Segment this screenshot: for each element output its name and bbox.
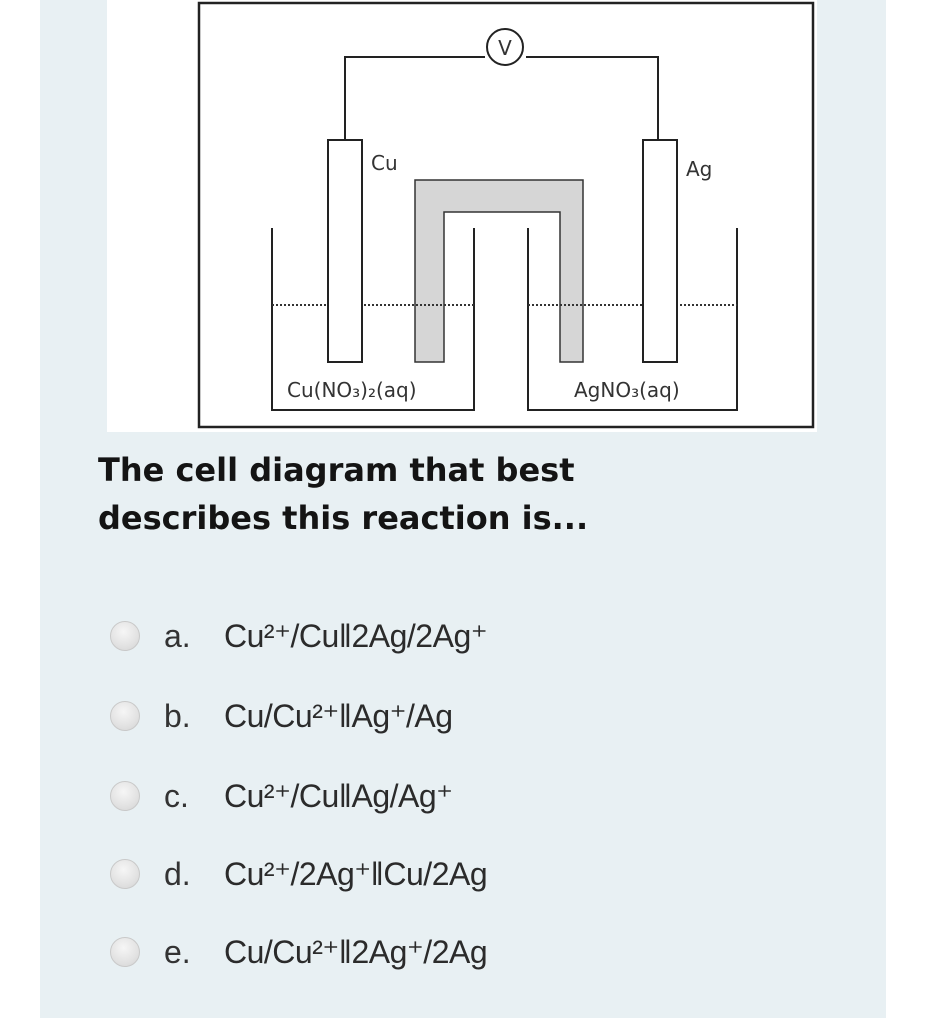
option-a[interactable]: a. Cu²⁺/Cuǁ2Ag/2Ag⁺: [110, 606, 670, 666]
radio-button-icon[interactable]: [110, 859, 140, 889]
option-text: Cu²⁺/Cuǁ2Ag/2Ag⁺: [224, 618, 488, 654]
option-c[interactable]: c. Cu²⁺/CuǁAg/Ag⁺: [110, 766, 670, 826]
diagram-frame: [197, 1, 815, 429]
galvanic-cell-diagram: V Cu Ag Cu(NO₃)₂(aq) AgNO₃(aq): [107, 0, 817, 432]
option-text: Cu²⁺/2Ag⁺ǁCu/2Ag: [224, 856, 488, 892]
option-letter: b.: [164, 697, 191, 734]
right-beaker: [527, 228, 738, 411]
wire-right: [526, 56, 659, 140]
left-solution-label: Cu(NO₃)₂(aq): [287, 378, 417, 402]
option-letter: e.: [164, 933, 191, 970]
radio-button-icon[interactable]: [110, 937, 140, 967]
left-beaker: [271, 228, 475, 411]
voltmeter-icon: [486, 28, 524, 66]
voltmeter-label: V: [498, 36, 512, 60]
silver-electrode-label: Ag: [686, 157, 712, 181]
salt-bridge: [414, 179, 584, 363]
option-text: Cu²⁺/CuǁAg/Ag⁺: [224, 778, 453, 814]
option-b[interactable]: b. Cu/Cu²⁺ǁAg⁺/Ag: [110, 686, 670, 746]
option-letter: c.: [164, 777, 189, 814]
option-e[interactable]: e. Cu/Cu²⁺ǁ2Ag⁺/2Ag: [110, 922, 670, 982]
copper-electrode-label: Cu: [371, 151, 398, 175]
right-solution-label: AgNO₃(aq): [574, 378, 680, 402]
radio-button-icon[interactable]: [110, 701, 140, 731]
silver-electrode: [642, 139, 678, 363]
option-d[interactable]: d. Cu²⁺/2Ag⁺ǁCu/2Ag: [110, 844, 670, 904]
option-text: Cu/Cu²⁺ǁ2Ag⁺/2Ag: [224, 934, 488, 970]
option-letter: a.: [164, 617, 191, 654]
radio-button-icon[interactable]: [110, 621, 140, 651]
cell-diagram-svg: V Cu Ag Cu(NO₃)₂(aq) AgNO₃(aq): [197, 1, 815, 429]
copper-electrode: [327, 139, 363, 363]
option-letter: d.: [164, 855, 191, 892]
radio-button-icon[interactable]: [110, 781, 140, 811]
option-text: Cu/Cu²⁺ǁAg⁺/Ag: [224, 698, 453, 734]
wire-left: [344, 56, 485, 140]
question-text: The cell diagram that best describes thi…: [98, 451, 589, 537]
